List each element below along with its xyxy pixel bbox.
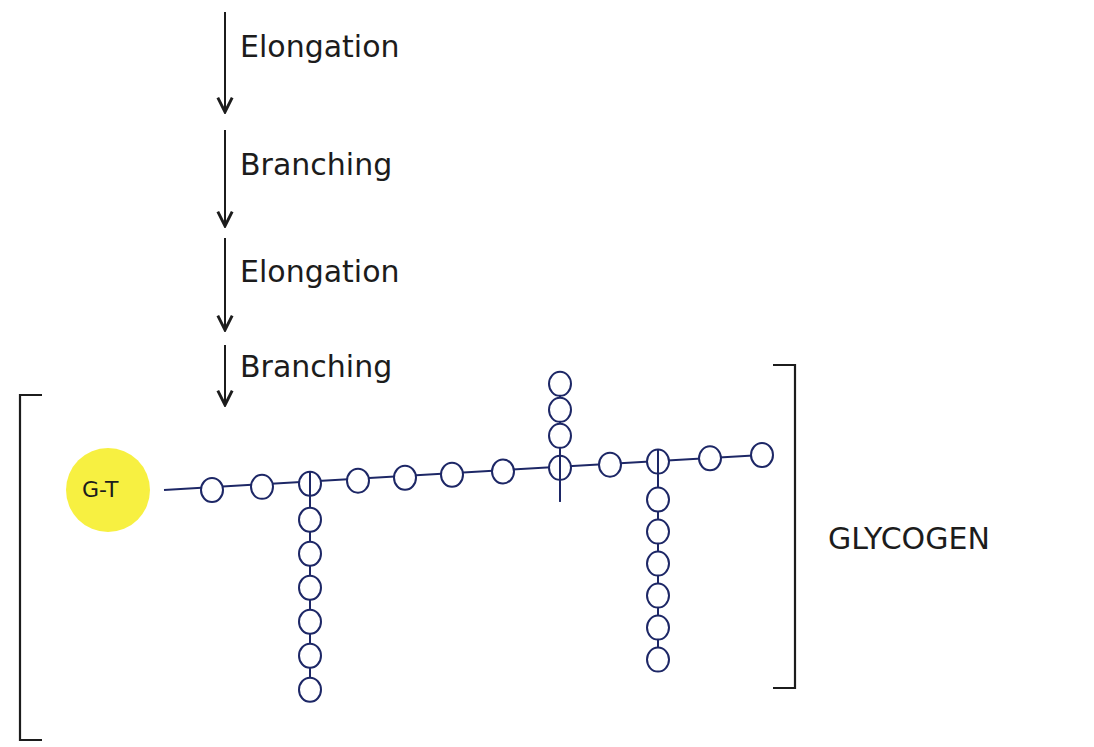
glucose-unit (299, 542, 321, 566)
glucose-unit (647, 552, 669, 576)
product-label: GLYCOGEN (828, 522, 990, 555)
glucose-unit (647, 584, 669, 608)
glucose-unit (441, 463, 463, 487)
glucose-unit (647, 520, 669, 544)
glycogenin-label: G-T (82, 478, 118, 502)
glucose-unit (299, 644, 321, 668)
right-bracket (773, 365, 795, 688)
glucose-unit (699, 446, 721, 470)
step-arrow (224, 130, 226, 226)
step-label: Elongation (240, 255, 400, 288)
step-label: Elongation (240, 30, 400, 63)
glucose-unit (599, 453, 621, 477)
step-arrow (224, 345, 226, 405)
glucose-unit (751, 443, 773, 467)
glucose-unit (299, 610, 321, 634)
glucose-unit (549, 372, 571, 396)
highlight (66, 448, 150, 532)
glucose-unit (299, 678, 321, 702)
step-arrow (224, 238, 226, 330)
glucose-unit (251, 475, 273, 499)
glucose-unit (492, 459, 514, 483)
left-bracket (20, 395, 42, 740)
branch-point (559, 448, 561, 502)
step-arrow (224, 12, 226, 112)
glucose-unit (549, 398, 571, 422)
glucose-unit (647, 488, 669, 512)
glucose-unit (647, 616, 669, 640)
glucose-unit (299, 576, 321, 600)
step-label: Branching (240, 148, 392, 181)
glucose-unit (347, 469, 369, 493)
glucose-unit (647, 648, 669, 672)
branch-point (657, 450, 659, 488)
step-label: Branching (240, 350, 392, 383)
glucose-unit (201, 478, 223, 502)
branch-point (309, 472, 311, 508)
glucose-unit (394, 466, 416, 490)
glucose-unit (299, 508, 321, 532)
glucose-unit (549, 424, 571, 448)
